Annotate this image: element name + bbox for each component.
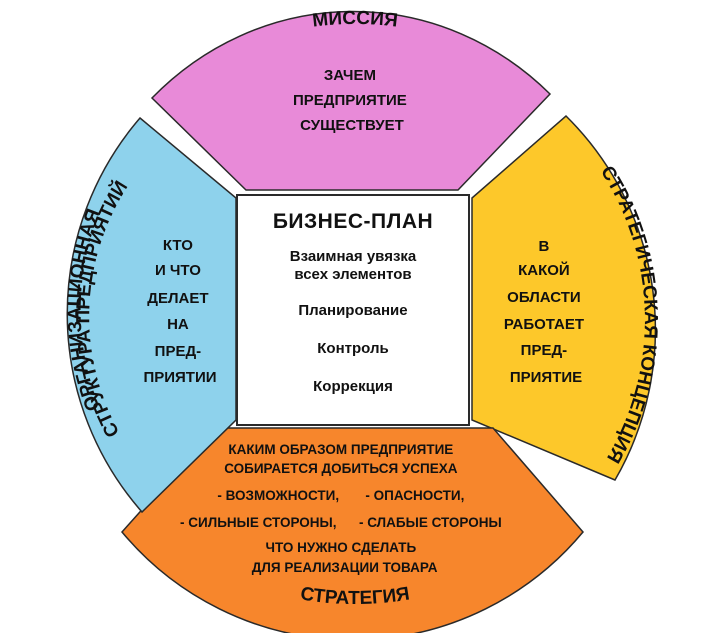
center-item-line: всех элементов	[294, 266, 412, 283]
strategic-concept-line: ПРИЯТИЕ	[510, 369, 582, 386]
strategic-concept-line: КАКОЙ	[518, 261, 570, 279]
center-item-planning: Планирование	[298, 302, 408, 319]
org-structure-segment	[66, 116, 237, 514]
strategic-concept-line: РАБОТАЕТ	[504, 316, 584, 333]
business-plan-box: БИЗНЕС-ПЛАН Взаимная увязка всех элемент…	[236, 194, 470, 426]
strategic-concept-line: В	[538, 238, 549, 255]
strategic-concept-segment	[471, 114, 657, 481]
mission-line: ЗАЧЕМ	[324, 67, 376, 84]
org-structure-line: ПРИЯТИИ	[143, 369, 216, 386]
strategic-concept-line: ПРЕД-	[521, 342, 567, 359]
center-item-correction: Коррекция	[313, 378, 393, 395]
strategy-line: - СИЛЬНЫЕ СТОРОНЫ, - СЛАБЫЕ СТОРОНЫ	[180, 515, 502, 530]
mission-line: СУЩЕСТВУЕТ	[300, 117, 404, 134]
org-structure-line: И ЧТО	[155, 262, 201, 279]
strategy-line: ДЛЯ РЕАЛИЗАЦИИ ТОВАРА	[252, 560, 438, 575]
strategy-text: КАКИМ ОБРАЗОМ ПРЕДПРИЯТИЕ СОБИРАЕТСЯ ДОБ…	[180, 442, 502, 575]
strategic-concept-text: В КАКОЙ ОБЛАСТИ РАБОТАЕТ ПРЕД- ПРИЯТИЕ	[504, 238, 588, 386]
center-item-control: Контроль	[317, 340, 389, 357]
center-item-line: Взаимная увязка	[289, 248, 417, 265]
center-item-interlink: Взаимная увязка всех элементов	[290, 248, 417, 284]
org-structure-line: КТО	[163, 237, 193, 254]
business-plan-title: БИЗНЕС-ПЛАН	[272, 210, 434, 233]
org-structure-line: ПРЕД-	[155, 343, 201, 360]
strategy-line: - ВОЗМОЖНОСТИ, - ОПАСНОСТИ,	[217, 488, 464, 503]
strategy-line: СОБИРАЕТСЯ ДОБИТЬСЯ УСПЕХА	[224, 461, 458, 476]
mission-title: МИССИЯ	[311, 8, 399, 32]
org-structure-text: КТО И ЧТО ДЕЛАЕТ НА ПРЕД- ПРИЯТИИ	[143, 237, 216, 386]
org-structure-line: НА	[167, 316, 189, 333]
mission-text: ЗАЧЕМ ПРЕДПРИЯТИЕ СУЩЕСТВУЕТ	[293, 67, 411, 134]
strategy-line: ЧТО НУЖНО СДЕЛАТЬ	[266, 540, 417, 555]
mission-segment	[150, 10, 552, 191]
mission-line: ПРЕДПРИЯТИЕ	[293, 92, 407, 109]
strategic-concept-line: ОБЛАСТИ	[507, 289, 580, 306]
org-structure-line: ДЕЛАЕТ	[147, 290, 208, 307]
strategy-segment	[121, 427, 584, 633]
strategy-line: КАКИМ ОБРАЗОМ ПРЕДПРИЯТИЕ	[228, 442, 453, 457]
